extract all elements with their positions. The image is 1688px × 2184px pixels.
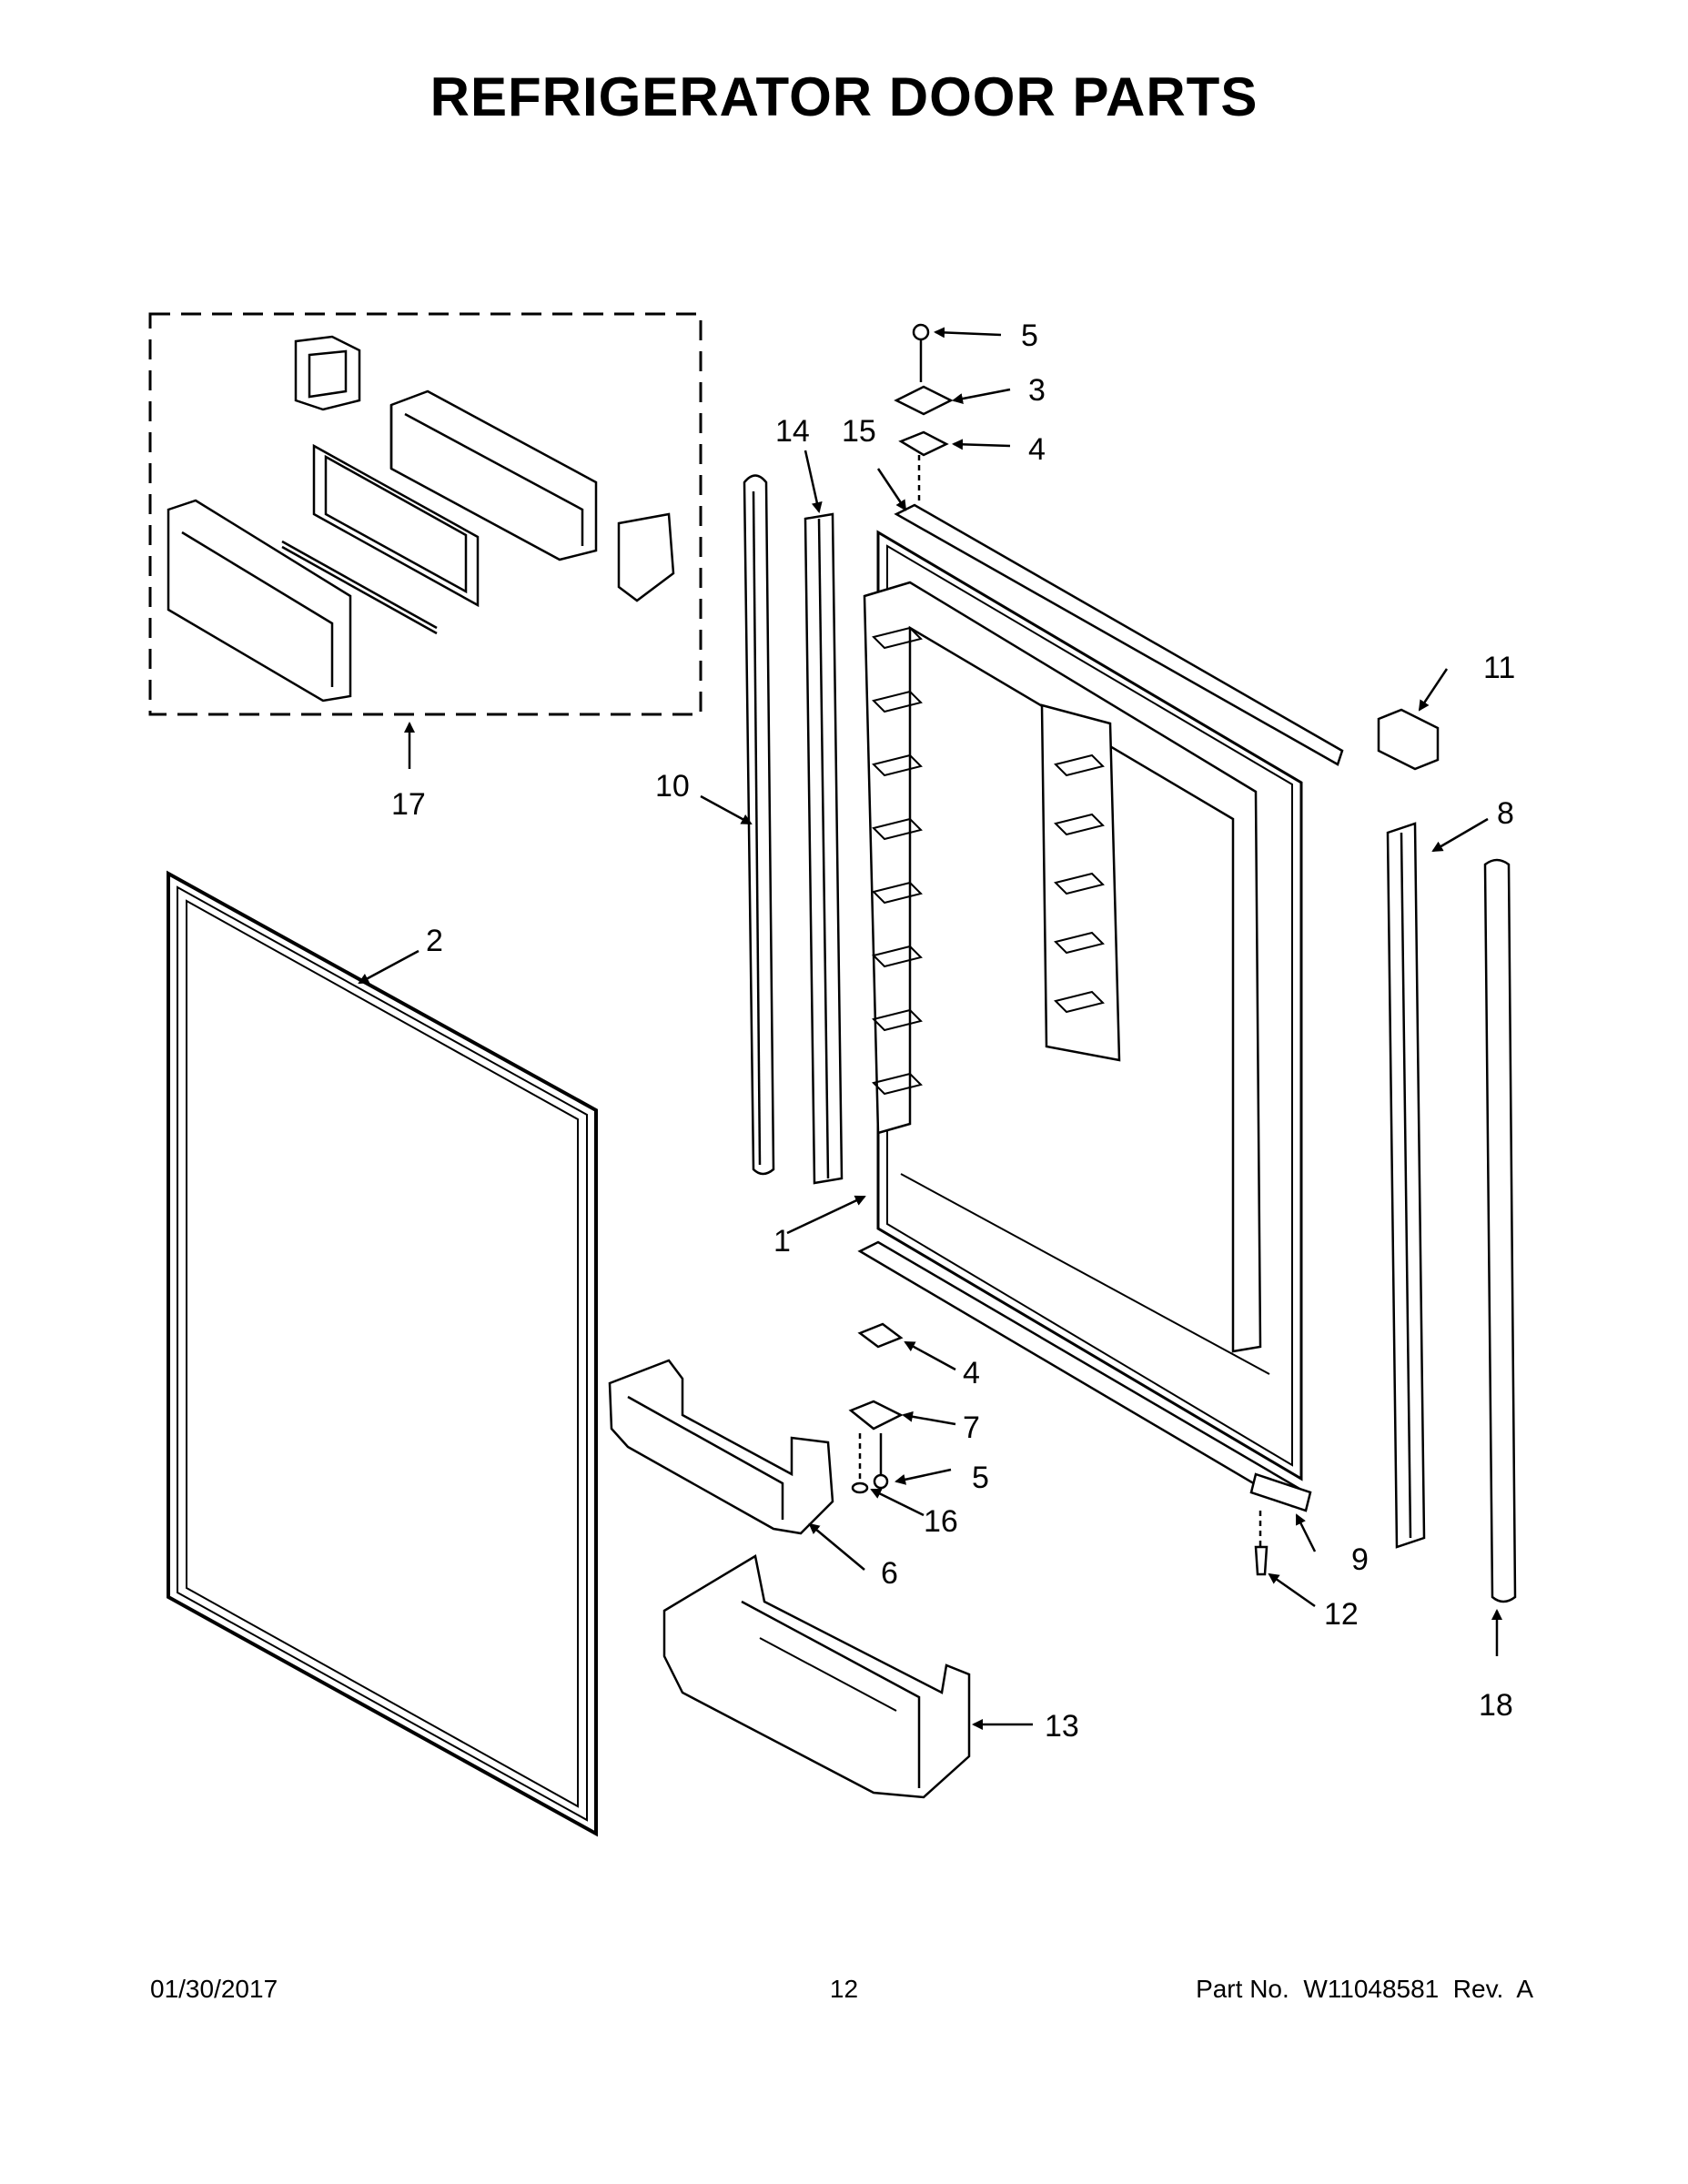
callout-1: 1 bbox=[773, 1224, 791, 1259]
callout-18: 18 bbox=[1479, 1688, 1513, 1723]
callout-2: 2 bbox=[426, 924, 443, 958]
part-14-strip bbox=[804, 512, 844, 1185]
page-title: REFRIGERATOR DOOR PARTS bbox=[430, 66, 1258, 127]
callout-5-top: 5 bbox=[1021, 318, 1038, 353]
callout-8: 8 bbox=[1497, 796, 1514, 831]
callout-3: 3 bbox=[1028, 373, 1046, 408]
callout-4-bottom: 4 bbox=[963, 1356, 980, 1390]
hinge-hardware-bottom bbox=[848, 1322, 904, 1494]
callout-7: 7 bbox=[963, 1410, 980, 1445]
footer-date: 01/30/2017 bbox=[150, 1975, 278, 2003]
callout-4-top: 4 bbox=[1028, 432, 1046, 467]
callout-13: 13 bbox=[1045, 1709, 1079, 1744]
callout-9: 9 bbox=[1351, 1542, 1369, 1577]
part-8-strip bbox=[1386, 822, 1426, 1549]
part-2-door-gasket bbox=[167, 870, 598, 1837]
callout-6: 6 bbox=[881, 1556, 898, 1591]
callout-5-bottom: 5 bbox=[972, 1461, 989, 1495]
part-15-top-rail bbox=[894, 503, 1344, 766]
part-12-screw bbox=[1254, 1511, 1269, 1576]
part-10-strip bbox=[743, 474, 775, 1176]
part-11-switch bbox=[1377, 708, 1440, 771]
footer-part-number: Part No. W11048581 Rev. A bbox=[1196, 1975, 1533, 2003]
door-liner-shelf-tabs bbox=[872, 626, 1105, 1096]
part-6-door-bin bbox=[608, 1359, 834, 1535]
footer-page-number: 12 bbox=[829, 1975, 859, 2003]
callout-labels: 5 3 4 14 15 11 10 8 2 1 4 7 5 16 6 9 12 … bbox=[391, 318, 1515, 1744]
callout-12: 12 bbox=[1324, 1597, 1359, 1632]
part-17-kit bbox=[148, 312, 702, 716]
part-1-door-liner bbox=[863, 530, 1303, 1481]
callout-17: 17 bbox=[391, 787, 426, 822]
callout-11: 11 bbox=[1483, 651, 1515, 685]
callout-14: 14 bbox=[775, 414, 810, 449]
part-9-bottom-rail bbox=[857, 1240, 1312, 1512]
hinge-hardware-top bbox=[894, 323, 954, 505]
part-18-tube bbox=[1483, 858, 1517, 1603]
part-13-door-bin bbox=[662, 1554, 971, 1799]
callout-15: 15 bbox=[842, 414, 876, 449]
callout-10: 10 bbox=[655, 769, 690, 804]
leader-arrows bbox=[358, 327, 1502, 1730]
callout-16: 16 bbox=[924, 1504, 958, 1539]
